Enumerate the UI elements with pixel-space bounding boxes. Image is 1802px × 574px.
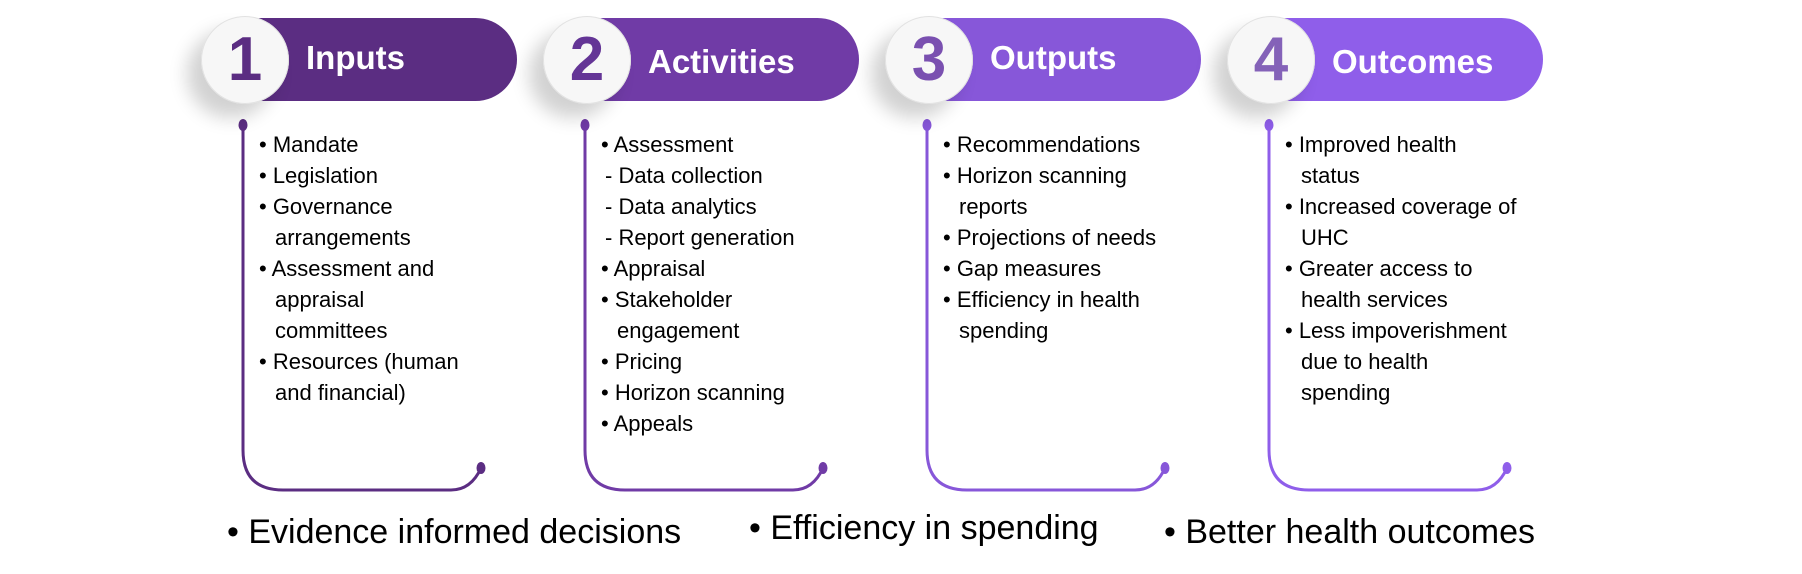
list-item: - Data collection [605, 163, 763, 188]
stage-item-list: • Recommendations • Horizon scanning repor… [943, 129, 1156, 346]
stage-title: Activities [648, 43, 795, 80]
list-item-continuation: reports [959, 194, 1028, 219]
list-item-continuation: health services [1301, 287, 1448, 312]
stage-inputs: Inputs 1 • Mandate • Legislation • Governa… [201, 0, 585, 500]
stage-number-badge: 2 [543, 16, 631, 104]
bracket-end-dot [238, 119, 248, 131]
stage-number-badge: 4 [1227, 16, 1315, 104]
summary-evidence: • Evidence informed decisions [227, 513, 682, 551]
list-item-continuation: UHC [1301, 225, 1349, 250]
stage-item-list: • Mandate • Legislation • Governance arrang… [259, 129, 459, 408]
stage-header-pill: Inputs [245, 18, 517, 101]
bracket-end-dot [818, 462, 828, 474]
list-item: • Recommendations [943, 132, 1141, 157]
stage-header-pill: Outputs [929, 18, 1201, 101]
bracket-end-dot [1502, 462, 1512, 474]
stage-bracket-line [925, 125, 1167, 492]
stage-number-badge: 1 [201, 16, 289, 104]
list-item: • Assessment [601, 132, 734, 157]
stage-title: Inputs [306, 39, 405, 76]
bracket-end-dot [922, 119, 932, 131]
bracket-end-dot [1264, 119, 1274, 131]
list-item-continuation: spending [959, 318, 1049, 343]
list-item-continuation: arrangements [275, 225, 411, 250]
list-item: • Pricing [601, 349, 683, 374]
list-item-continuation: spending [1301, 380, 1391, 405]
list-item-continuation: engagement [617, 318, 740, 343]
list-item: • Governance [259, 194, 393, 219]
stage-header-pill: Outcomes [1271, 18, 1543, 101]
list-item: - Report generation [605, 225, 795, 250]
list-item: • Increased coverage of [1285, 194, 1517, 219]
stage-outputs: Outputs 3 • Recommendations • Horizon sca… [885, 0, 1269, 500]
list-item: • Legislation [259, 163, 379, 188]
list-item-continuation: due to health [1301, 349, 1429, 374]
stage-item-list: • Improved health status • Increased cover… [1285, 129, 1517, 408]
stage-outcomes: Outcomes 4 • Improved health status • Incr… [1227, 0, 1611, 500]
list-item-continuation: committees [275, 318, 388, 343]
stage-bracket-line [1267, 125, 1509, 492]
list-item-continuation: status [1301, 163, 1360, 188]
bracket-end-dot [580, 119, 590, 131]
stage-title: Outcomes [1332, 43, 1494, 80]
list-item: • Less impoverishment [1285, 318, 1507, 343]
bracket-end-dot [476, 462, 486, 474]
list-item: • Improved health [1285, 132, 1457, 157]
list-item: • Mandate [259, 132, 359, 157]
list-item: • Appeals [601, 411, 694, 436]
list-item: • Resources (human [259, 349, 459, 374]
list-item: • Efficiency in health [943, 287, 1140, 312]
stage-header-pill: Activities [587, 18, 859, 101]
list-item: • Projections of needs [943, 225, 1157, 250]
list-item: • Gap measures [943, 256, 1102, 281]
list-item-continuation: and financial) [275, 380, 406, 405]
bracket-end-dot [1160, 462, 1170, 474]
stage-bracket-line [583, 125, 825, 492]
stage-number-badge: 3 [885, 16, 973, 104]
stage-activities: Activities 2 • Assessment - Data collecti… [543, 0, 927, 500]
stage-bracket-line [241, 125, 483, 492]
list-item: • Greater access to [1285, 256, 1473, 281]
list-item: • Stakeholder [601, 287, 733, 312]
list-item: • Assessment and [259, 256, 435, 281]
list-item: • Horizon scanning [601, 380, 785, 405]
list-item-continuation: appraisal [275, 287, 365, 312]
list-item: • Appraisal [601, 256, 706, 281]
stage-title: Outputs [990, 39, 1117, 76]
summary-health: • Better health outcomes [1164, 513, 1535, 551]
stage-item-list: • Assessment - Data collection - Data anal… [601, 129, 795, 439]
list-item: - Data analytics [605, 194, 757, 219]
summary-efficiency: • Efficiency in spending [749, 509, 1099, 547]
list-item: • Horizon scanning [943, 163, 1127, 188]
